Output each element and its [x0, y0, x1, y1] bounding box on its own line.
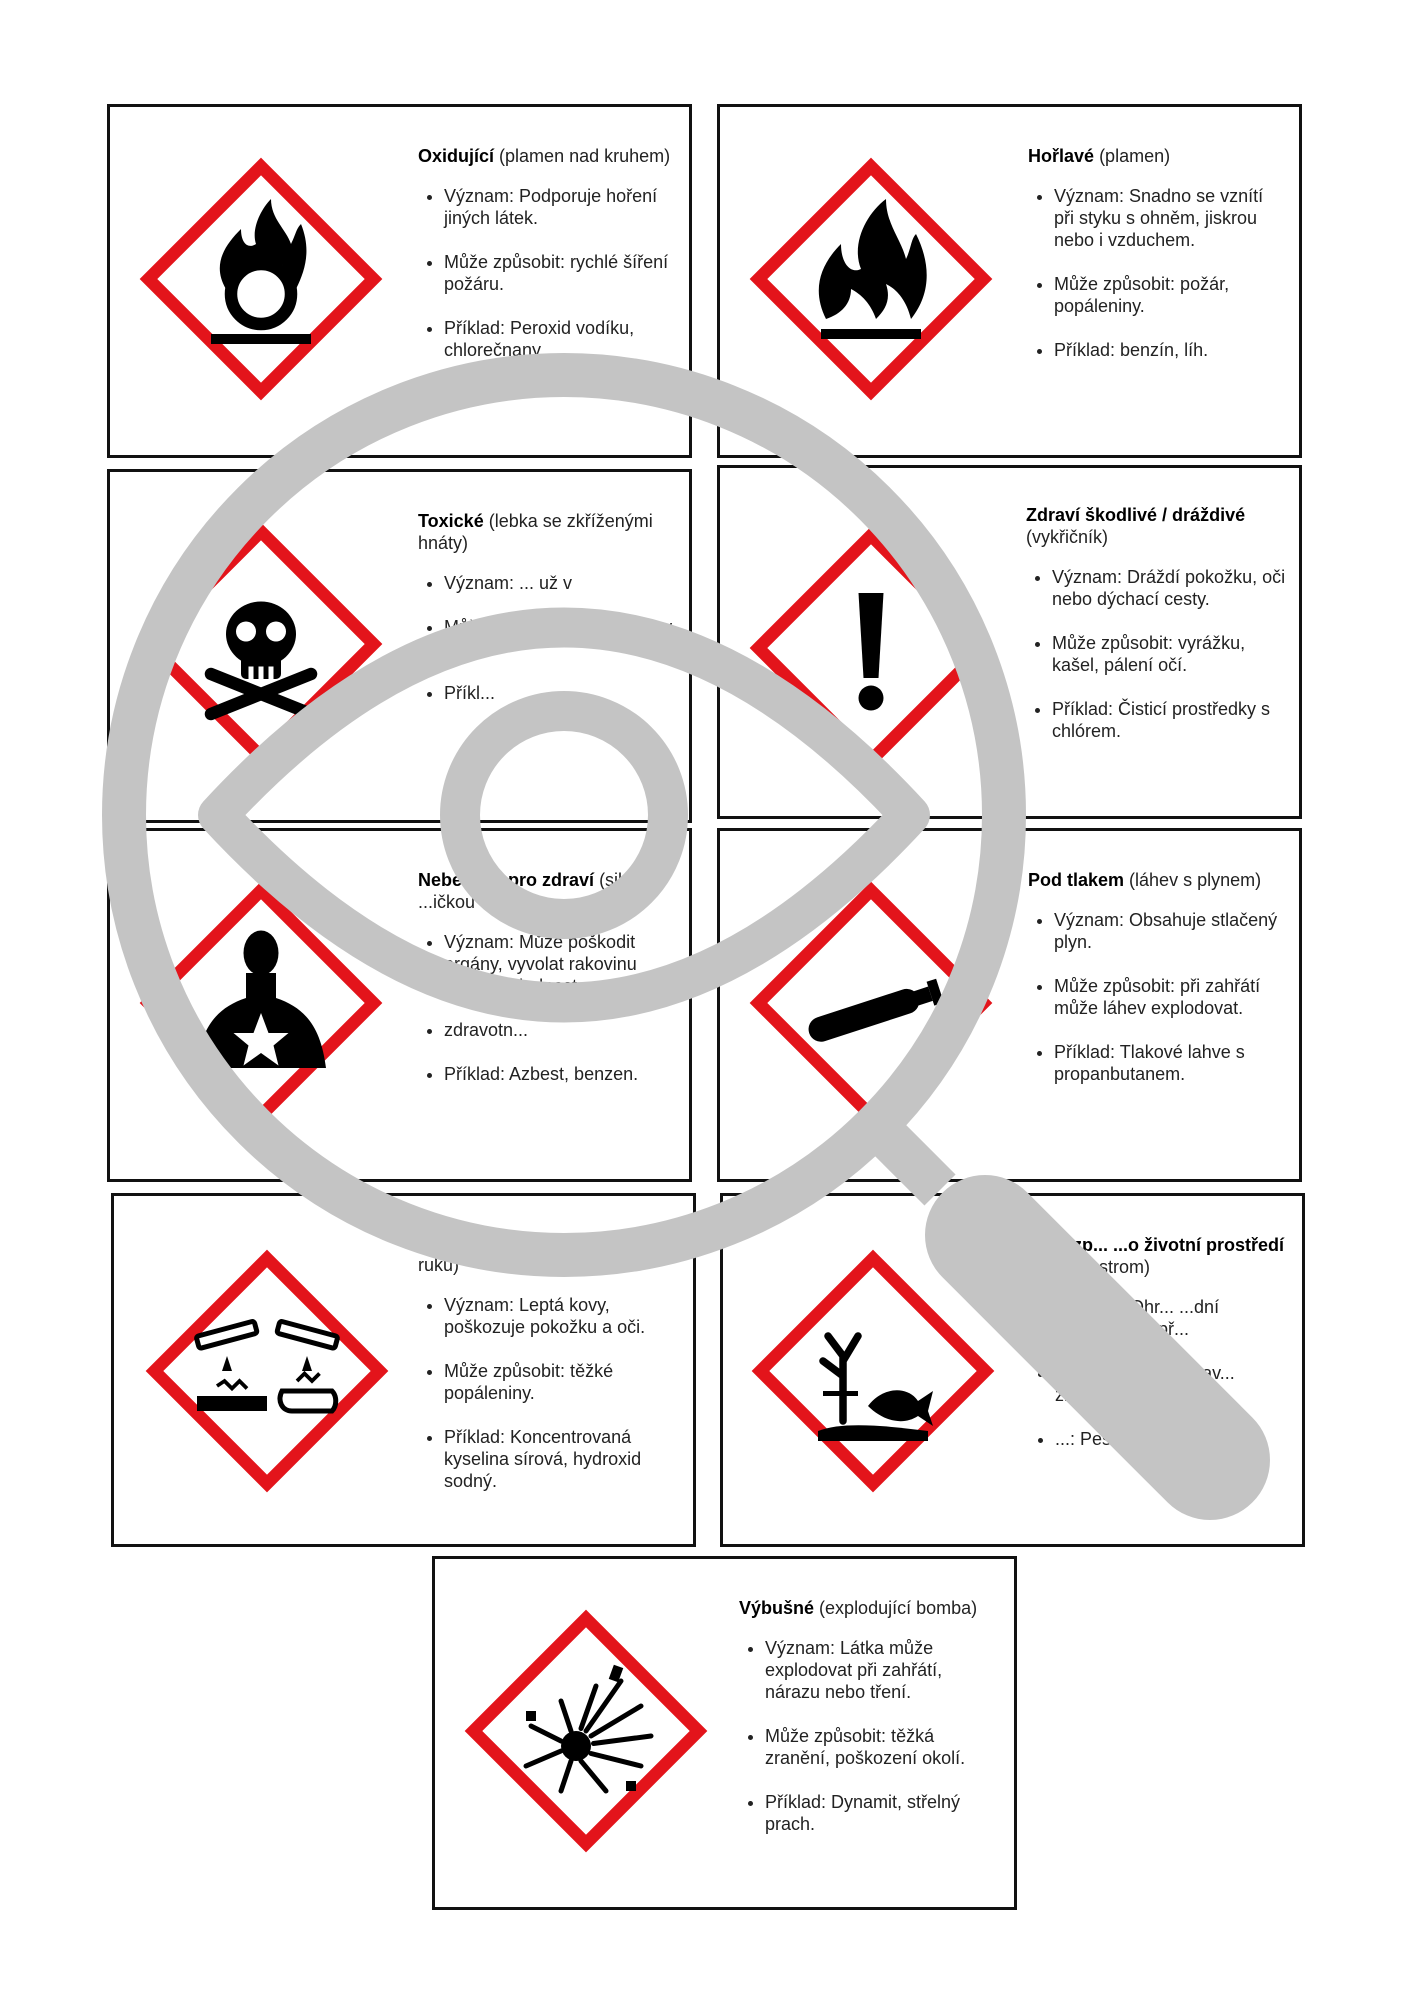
hazard-subtitle: (explodující bomba) — [819, 1598, 978, 1618]
list-item: Příklad: Dynamit, střelný prach. — [765, 1791, 1001, 1835]
list-item: Význam: Snadno se vznítí při styku s ohn… — [1054, 185, 1288, 251]
gas-cylinder-pictogram — [746, 878, 996, 1128]
hazard-card-gas-under-pressure: Pod tlakem (láhev s plynem) Význam: Obsa… — [717, 828, 1302, 1182]
flame-icon — [749, 157, 993, 401]
oxidizing-pictogram — [136, 154, 386, 404]
hazard-card-toxic: Toxické (lebka se zkříženými hnáty) Význ… — [107, 469, 692, 823]
hazard-text: ruku) Význam: Leptá kovy, poškozuje poko… — [418, 1254, 680, 1514]
list-item: Může způsobit: při zahřátí může láhev ex… — [1054, 975, 1288, 1019]
hazard-card-irritant: Zdraví škodlivé / dráždivé (vykřičník) V… — [717, 465, 1302, 819]
hazard-card-oxidizing: Oxidující (plamen nad kruhem) Význam: Po… — [107, 104, 692, 458]
exclamation-mark-icon — [749, 526, 993, 770]
list-item: Význam: Obsahuje stlačený plyn. — [1054, 909, 1288, 953]
environment-tree-fish-icon — [751, 1249, 995, 1493]
list-item: Může způsobit: těžká zranění, poškození … — [765, 1725, 1001, 1769]
hazard-subtitle: (vykřičník) — [1026, 527, 1108, 547]
hazard-card-environment: Nebezp... ...o životní prostředí (...yba… — [720, 1193, 1305, 1547]
list-item: Význam: Ohr... ...dní organismy a př... — [1055, 1296, 1291, 1340]
list-item: Příklad: Azbest, benzen. — [444, 1063, 678, 1085]
corrosive-pictogram — [142, 1246, 392, 1496]
list-item: Může způsobit: rychlé šíření požáru. — [444, 251, 678, 295]
list-item: Význam: Může poškodit orgány, vyvolat ra… — [444, 931, 678, 997]
hazard-subtitle: (láhev s plynem) — [1129, 870, 1262, 890]
list-item: Příklad: benzín, líh. — [1054, 339, 1288, 361]
list-item: Význam: ... už v — [444, 572, 678, 594]
hazard-title: Hořlavé — [1028, 146, 1095, 166]
hazard-title: Nebe... né pro zdraví — [418, 870, 595, 890]
hazard-title: Oxidující — [418, 146, 495, 166]
hazard-subtitle: ruku) — [418, 1255, 460, 1275]
hazard-card-flammable: Hořlavé (plamen) Význam: Snadno se vznít… — [717, 104, 1302, 458]
hazard-title: Pod tlakem — [1028, 870, 1125, 890]
gas-cylinder-icon — [749, 881, 993, 1125]
toxic-pictogram — [136, 519, 386, 769]
corrosion-icon — [145, 1249, 389, 1493]
hazard-card-corrosive: ruku) Význam: Leptá kovy, poškozuje poko… — [111, 1193, 696, 1547]
list-item: ...: Pesticidy, těžké k... — [1055, 1428, 1291, 1450]
hazard-title: Výbušné — [739, 1598, 815, 1618]
list-item: Může způsobit: otrav... znečištění příro… — [1055, 1362, 1291, 1406]
hazard-card-health-hazard: Nebe... né pro zdraví (silue... ...ičkou… — [107, 828, 692, 1182]
list-item: Význam: Leptá kovy, poškozuje pokožku a … — [444, 1294, 680, 1338]
skull-crossbones-icon — [139, 522, 383, 766]
hazard-text: Nebe... né pro zdraví (silue... ...ičkou… — [418, 869, 678, 1107]
hazard-card-explosive: Výbušné (explodující bomba) Význam: Látk… — [432, 1556, 1017, 1910]
irritant-pictogram — [746, 523, 996, 773]
list-item: Příklad: Tlakové lahve s propanbutanem. — [1054, 1041, 1288, 1085]
list-item: Může způsobit: vážné otravy, smrt. — [444, 616, 678, 660]
exploding-bomb-icon — [464, 1609, 708, 1853]
list-item: Může způsobit: těžké popáleniny. — [444, 1360, 680, 1404]
flame-over-circle-icon — [139, 157, 383, 401]
environment-pictogram — [748, 1246, 998, 1496]
list-item: Příklad: Čisticí prostředky s chlórem. — [1052, 698, 1288, 742]
list-item: Příklad: Koncentrovaná kyselina sírová, … — [444, 1426, 680, 1492]
hazard-subtitle: (...yba a strom) — [1029, 1257, 1151, 1277]
list-item: Může způsobit: požár, popáleniny. — [1054, 273, 1288, 317]
hazard-title: Zdraví škodlivé / dráždivé — [1026, 505, 1246, 525]
flammable-pictogram — [746, 154, 996, 404]
hazard-text: Pod tlakem (láhev s plynem) Význam: Obsa… — [1028, 869, 1288, 1107]
list-item: Příklad: Peroxid vodíku, chlorečnany. — [444, 317, 678, 361]
hazard-text: Nebezp... ...o životní prostředí (...yba… — [1029, 1234, 1291, 1472]
list-item: Příkl... — [444, 682, 678, 704]
hazard-text: Toxické (lebka se zkříženými hnáty) Význ… — [418, 510, 678, 726]
hazard-title: Nebezp... ...o životní prostředí — [1029, 1235, 1285, 1255]
list-item: Význam: Dráždí pokožku, oči nebo dýchací… — [1052, 566, 1288, 610]
list-item: Význam: Podporuje hoření jiných látek. — [444, 185, 678, 229]
hazard-text: Oxidující (plamen nad kruhem) Význam: Po… — [418, 145, 678, 383]
list-item: Může způsobit: vyrážku, kašel, pálení oč… — [1052, 632, 1288, 676]
hazard-text: Zdraví škodlivé / dráždivé (vykřičník) V… — [1026, 504, 1288, 764]
hazard-title: Toxické — [418, 511, 484, 531]
health-hazard-icon — [139, 881, 383, 1125]
list-item: zdravotn... — [444, 1019, 678, 1041]
explosive-pictogram — [461, 1606, 711, 1856]
health-hazard-pictogram — [136, 878, 386, 1128]
list-item: Význam: Látka může explodovat při zahřát… — [765, 1637, 1001, 1703]
hazard-text: Hořlavé (plamen) Význam: Snadno se vznít… — [1028, 145, 1288, 383]
hazard-text: Výbušné (explodující bomba) Význam: Látk… — [739, 1597, 1001, 1857]
hazard-subtitle: (plamen) — [1099, 146, 1171, 166]
hazard-subtitle: (plamen nad kruhem) — [499, 146, 671, 166]
